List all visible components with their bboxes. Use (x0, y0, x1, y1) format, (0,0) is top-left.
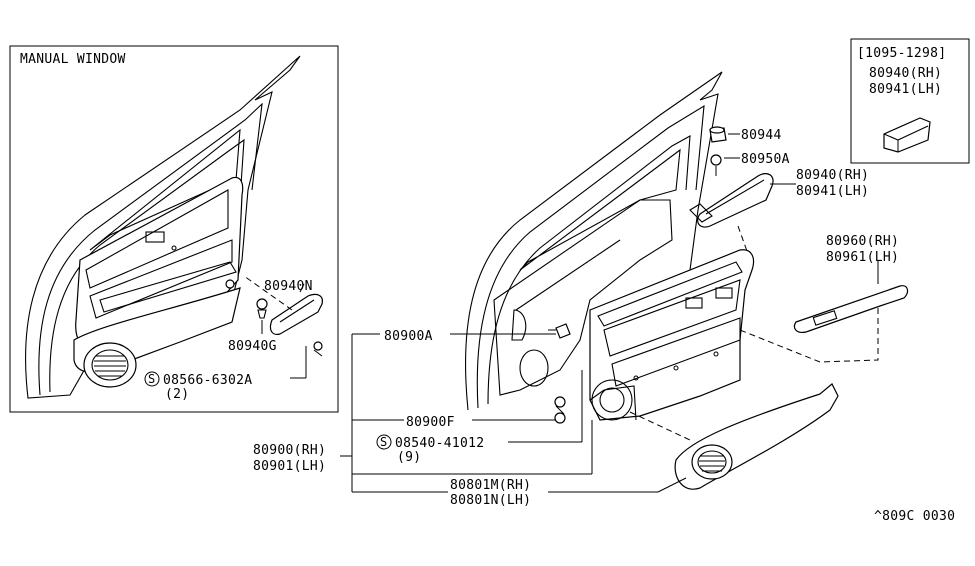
date-range-inset-frame (850, 38, 970, 164)
svg-text:S: S (380, 435, 387, 449)
inset-pull-handle (269, 293, 323, 335)
label-date-range: [1095-1298] (857, 46, 946, 61)
diagram-code: ^809C 0030 (874, 509, 955, 524)
s-symbol-icon (376, 434, 392, 450)
manual-window-title: MANUAL WINDOW (20, 52, 126, 67)
fastener-80900F (554, 396, 566, 424)
manual-door-illustration (25, 55, 301, 399)
label-80900RH: 80900(RH) (253, 443, 326, 458)
fastener-80900A (548, 323, 571, 339)
label-inset-80940RH: 80940(RH) (869, 66, 942, 81)
s-symbol-icon (144, 371, 160, 387)
main-door-illustration (464, 71, 723, 411)
door-pull-handle (689, 173, 774, 228)
main-trim-panel (589, 249, 755, 421)
label-80801NLH: 80801N(LH) (450, 493, 531, 508)
label-80801MRH: 80801M(RH) (450, 478, 531, 493)
inset-pull-cap (883, 117, 931, 153)
manual-window-inset-frame (9, 45, 339, 413)
lower-pocket-speaker-grille (674, 383, 839, 490)
label-08540-41012: 08540-41012 (395, 436, 484, 451)
label-80900F: 80900F (406, 415, 455, 430)
label-main-80941LH: 80941(LH) (796, 184, 869, 199)
svg-text:S: S (148, 372, 155, 386)
label-80940N: 80940N (264, 279, 313, 294)
label-inset-80941LH: 80941(LH) (869, 82, 942, 97)
label-80950A: 80950A (741, 152, 790, 167)
inset-screw (313, 341, 323, 357)
label-80901LH: 80901(LH) (253, 459, 326, 474)
inset-clip (256, 298, 268, 319)
label-08566-6302A: 08566-6302A (163, 373, 252, 388)
label-main-80940RH: 80940(RH) (796, 168, 869, 183)
label-qty-9: (9) (397, 450, 421, 465)
label-80944: 80944 (741, 128, 782, 143)
label-qty-2: (2) (165, 387, 189, 402)
label-80960RH: 80960(RH) (826, 234, 899, 249)
cap-80944 (709, 126, 727, 143)
label-80940G: 80940G (228, 339, 277, 354)
clip-80950A (710, 154, 722, 176)
power-window-switch-bezel (793, 285, 909, 333)
label-80900A: 80900A (384, 329, 433, 344)
label-80961LH: 80961(LH) (826, 250, 899, 265)
